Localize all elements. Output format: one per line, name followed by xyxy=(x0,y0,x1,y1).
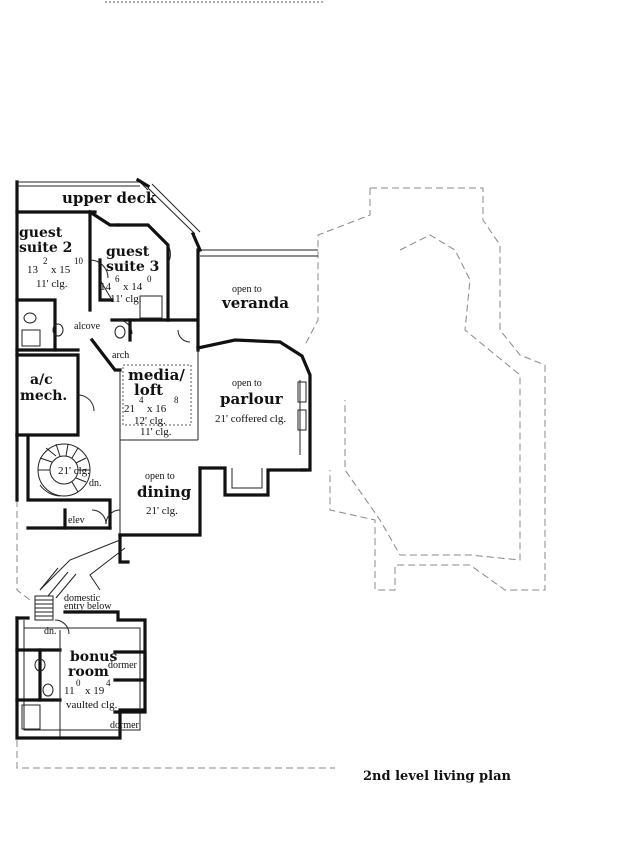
label-veranda-open: open to xyxy=(232,284,262,295)
clg-bonus-room: vaulted clg. xyxy=(66,699,118,711)
clg-media-loft-1: 12' clg. xyxy=(134,415,166,427)
label-upper-deck: upper deck xyxy=(62,189,157,207)
clg-dining: 21' clg. xyxy=(146,505,178,517)
dim-guest-suite-3: 14 xyxy=(100,281,112,293)
clg-stair: 21' clg. xyxy=(58,465,90,477)
dim-media-loft: 21 xyxy=(124,403,135,415)
plan-title: 2nd level living plan xyxy=(363,769,511,784)
dim-bonus-room-a: 0 xyxy=(76,678,81,688)
dim-guest-suite-3-a: 6 xyxy=(115,274,120,284)
dim-bonus-room: 11 xyxy=(64,685,75,697)
label-guest-suite-2-l1: guest xyxy=(19,225,63,241)
clg-guest-suite-2: 11' clg. xyxy=(36,278,68,290)
dim-guest-suite-3-x: x 14 xyxy=(123,281,143,293)
straight-stair-icon xyxy=(34,567,77,621)
label-alcove: alcove xyxy=(74,321,101,332)
label-dormer-2: dormer xyxy=(110,720,140,731)
label-dining: dining xyxy=(137,483,192,501)
label-arch: arch xyxy=(112,350,129,361)
label-stair-dn: dn. xyxy=(89,478,102,489)
label-parlour: parlour xyxy=(220,390,284,408)
dim-guest-suite-2-a: 2 xyxy=(43,256,48,266)
label-veranda: veranda xyxy=(221,294,289,312)
dim-guest-suite-3-b: 0 xyxy=(147,274,152,284)
dim-guest-suite-2-b: 10 xyxy=(74,256,84,266)
label-domestic: domestic xyxy=(64,593,101,604)
clg-guest-suite-3: 11' clg. xyxy=(110,293,142,305)
label-mech: mech. xyxy=(20,388,67,404)
parlour-windows xyxy=(297,381,307,431)
dim-bonus-room-x: x 19 xyxy=(85,685,105,697)
dim-media-loft-x: x 16 xyxy=(147,403,167,415)
label-entry-below: entry below xyxy=(64,601,112,612)
label-bonus-dn: dn. xyxy=(44,626,57,637)
fixtures xyxy=(21,295,163,730)
label-parlour-open: open to xyxy=(232,378,262,389)
label-media: media/ xyxy=(128,366,185,384)
label-bonus: bonus xyxy=(70,649,117,665)
label-ac: a/c xyxy=(30,372,53,388)
dim-guest-suite-2: 13 xyxy=(27,264,39,276)
lower-level-outline xyxy=(16,187,546,769)
label-loft: loft xyxy=(134,381,163,399)
label-guest-suite-2-l2: suite 2 xyxy=(19,240,72,256)
clg-parlour: 21' coffered clg. xyxy=(215,413,286,425)
dim-guest-suite-2-x: x 15 xyxy=(51,264,71,276)
doors xyxy=(54,244,191,635)
label-guest-suite-3-l2: suite 3 xyxy=(106,259,159,275)
label-guest-suite-3-l1: guest xyxy=(106,244,150,260)
label-dining-open: open to xyxy=(145,471,175,482)
label-room: room xyxy=(68,664,109,680)
dim-bonus-room-b: 4 xyxy=(106,678,111,688)
clg-media-loft-2: 11' clg. xyxy=(140,426,172,438)
walls xyxy=(15,177,318,740)
dim-media-loft-b: 8 xyxy=(174,395,179,405)
label-elev: elev xyxy=(68,515,85,526)
dim-media-loft-a: 4 xyxy=(139,395,144,405)
spiral-stair-icon xyxy=(37,443,91,497)
label-dormer-1: dormer xyxy=(108,660,138,671)
loft-inset xyxy=(122,364,192,426)
